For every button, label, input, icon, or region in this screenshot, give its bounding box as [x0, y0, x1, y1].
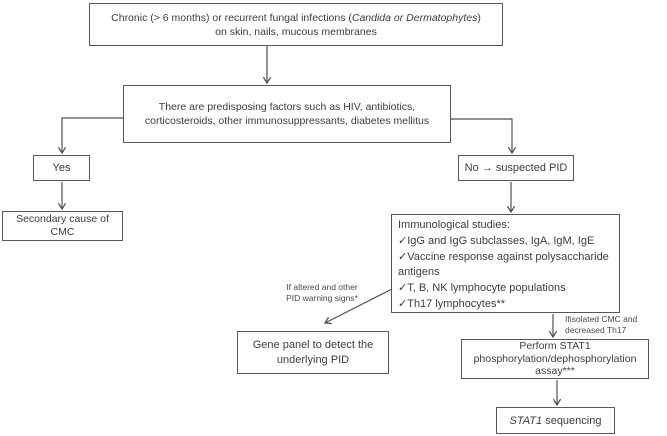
no-suspected-pid-label: No → suspected PID: [464, 162, 568, 174]
yes-box: Yes: [33, 155, 90, 181]
checkmark-icon: ✓: [398, 282, 408, 295]
stat1-sequencing-label: STAT1 sequencing: [509, 414, 602, 427]
connector-immunology-to-gene-panel: [323, 288, 393, 325]
isolated-cmc-line1: Ifisolated CMC and: [565, 314, 638, 324]
immunology-item-th17: ✓Th17 lymphocytes**: [398, 297, 506, 310]
chronic-infections-box: Chronic (> 6 months) or recurrent fungal…: [89, 3, 503, 46]
chronic-infections-italic: Candida or Dermatophytes: [351, 11, 478, 24]
predisposing-factors-line1: There are predisposing factors such as H…: [158, 101, 416, 113]
predisposing-factors-box: There are predisposing factors such as H…: [123, 85, 451, 143]
immunology-item-lymphocyte-populations: ✓T, B, NK lymphocyte populations: [398, 282, 566, 295]
stat1-sequencing-box: STAT1 sequencing: [496, 407, 615, 434]
pid-warning-line1: If altered and other: [286, 282, 358, 292]
checkmark-icon: ✓: [398, 250, 408, 263]
stat1-gene-name: STAT1: [509, 414, 543, 427]
chronic-infections-line2: on skin, nails, mucous membranes: [215, 25, 377, 38]
isolated-cmc-label: Ifisolated CMC and decreased Th17: [565, 314, 665, 336]
gene-panel-line2: underlying PID: [276, 353, 350, 366]
checkmark-icon: ✓: [398, 297, 408, 310]
secondary-cause-line1: Secondary cause of: [16, 213, 109, 225]
perform-stat1-assay-box: Perform STAT1 phosphorylation/dephosphor…: [461, 339, 649, 379]
chronic-infections-line1: Chronic (> 6 months) or recurrent fungal…: [111, 11, 481, 24]
immunology-item-vaccine: ✓Vaccine response against polysaccharide…: [398, 250, 609, 279]
immunological-studies-title: Immunological studies:: [398, 219, 510, 231]
immunological-studies-box: Immunological studies: ✓IgG and IgG subc…: [391, 214, 620, 313]
predisposing-factors-line2: corticosteroids, other immunosuppressant…: [144, 115, 430, 127]
perform-stat1-line2: phosphorylation/dephosphorylation: [473, 352, 637, 365]
secondary-cause-cmc-box: Secondary cause of CMC: [2, 211, 123, 241]
gene-panel-line1: Gene panel to detect the: [252, 338, 374, 351]
perform-stat1-line1: Perform STAT1: [519, 340, 591, 353]
isolated-cmc-line2: decreased Th17: [565, 325, 627, 335]
connector-predisposing-to-yes: [57, 117, 123, 155]
perform-stat1-line3: assay***: [535, 365, 575, 378]
immunology-item-igg: ✓IgG and IgG subclasses, IgA, IgM, IgE: [398, 234, 595, 247]
pid-warning-signs-label: If altered and other PID warning signs*: [268, 282, 376, 304]
checkmark-icon: ✓: [398, 234, 408, 247]
yes-label: Yes: [52, 162, 71, 174]
connector-predisposing-to-no: [451, 118, 517, 155]
no-suspected-pid-box: No → suspected PID: [458, 155, 574, 181]
secondary-cause-line2: CMC: [50, 226, 75, 238]
gene-panel-box: Gene panel to detect the underlying PID: [237, 331, 389, 374]
pid-warning-line2: PID warning signs*: [286, 293, 358, 303]
